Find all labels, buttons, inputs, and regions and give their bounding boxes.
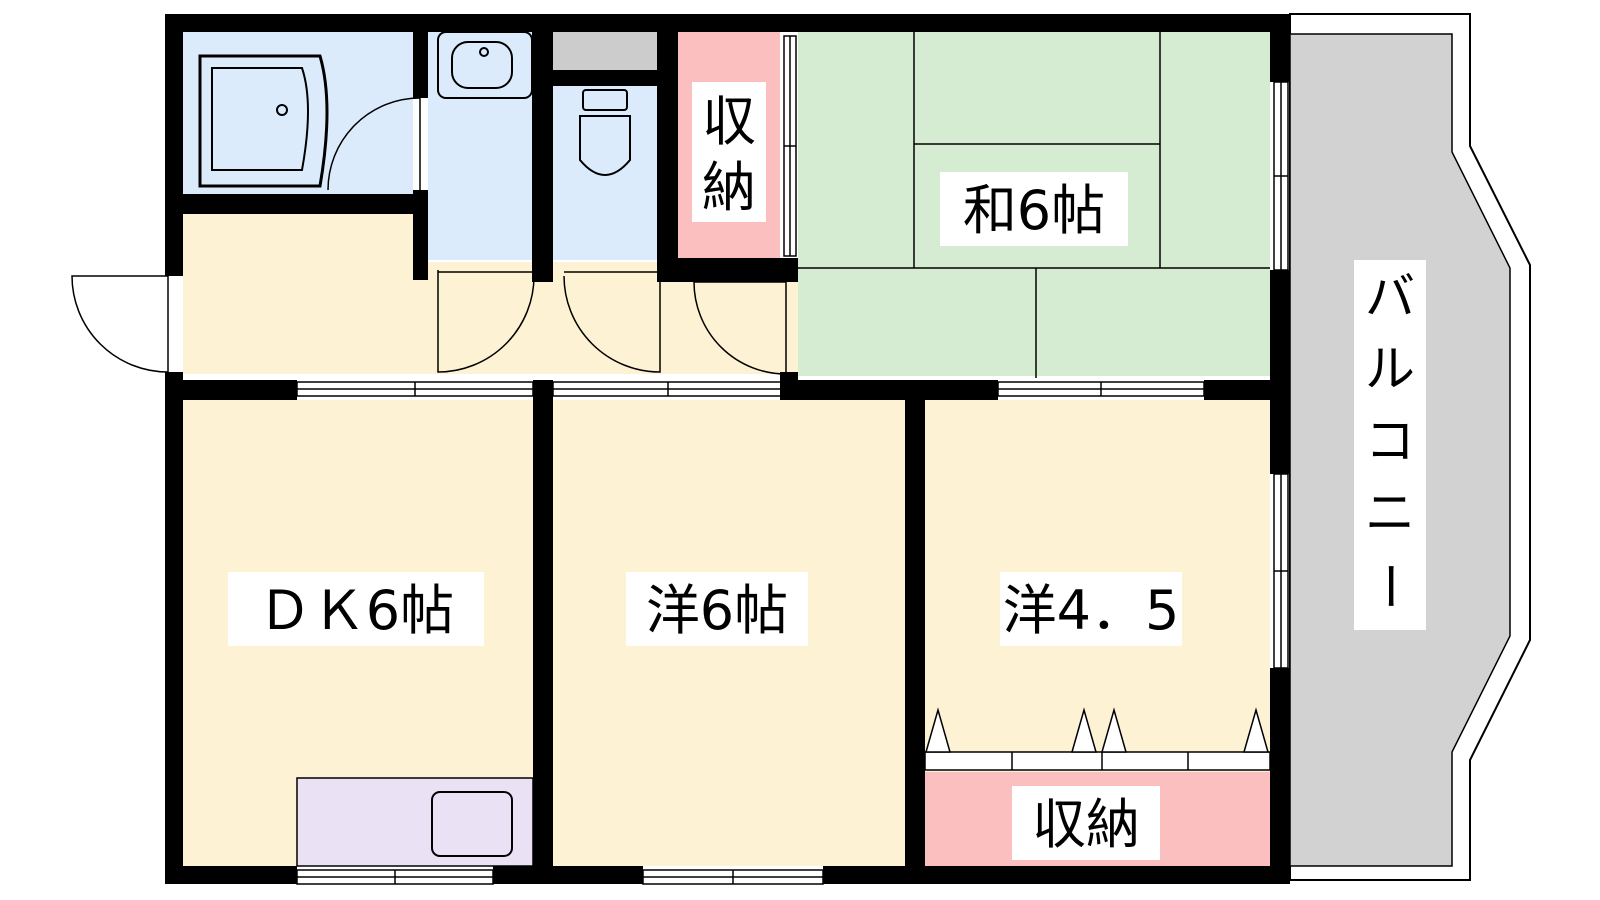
room-labels: 和6帖 ＤＫ6帖 洋6帖 洋4．5 収納 収 納 バ ル コ ニ ー xyxy=(228,82,1426,860)
washroom-floor xyxy=(428,32,532,260)
label-bg-western6 xyxy=(626,572,808,646)
toilet-floor xyxy=(553,86,657,260)
bathtub-icon xyxy=(198,54,329,188)
label-western6: 洋6帖 xyxy=(646,579,788,642)
label-balcony-2: ル xyxy=(1365,340,1415,398)
label-bg-japanese xyxy=(940,172,1128,246)
label-storage-top-2: 納 xyxy=(702,156,756,219)
hall-floor xyxy=(183,214,423,374)
bath-floor xyxy=(183,32,413,194)
label-western45: 洋4．5 xyxy=(1003,579,1180,642)
toilet-icon xyxy=(579,89,631,176)
closet-doors xyxy=(924,707,1271,771)
label-bg-storage-top xyxy=(692,82,766,222)
label-storage-bottom: 収納 xyxy=(1032,793,1140,856)
label-bg-western45 xyxy=(1000,572,1182,646)
label-balcony-5: ー xyxy=(1360,561,1418,611)
label-dk: ＤＫ6帖 xyxy=(258,579,454,642)
tatami-lines xyxy=(798,32,1270,378)
walls xyxy=(165,14,1290,884)
label-bg-storage-bottom xyxy=(1012,786,1160,860)
label-balcony-3: コ xyxy=(1365,412,1415,470)
sink-icon xyxy=(431,791,513,857)
label-japanese: 和6帖 xyxy=(963,179,1105,242)
label-balcony-1: バ xyxy=(1365,268,1415,326)
label-balcony-4: ニ xyxy=(1365,484,1415,542)
sliding-windows xyxy=(296,35,1289,885)
gray-block xyxy=(553,32,657,70)
label-bg-dk xyxy=(228,572,484,646)
label-storage-top-1: 収 xyxy=(702,90,756,153)
label-bg-balcony xyxy=(1354,260,1426,630)
